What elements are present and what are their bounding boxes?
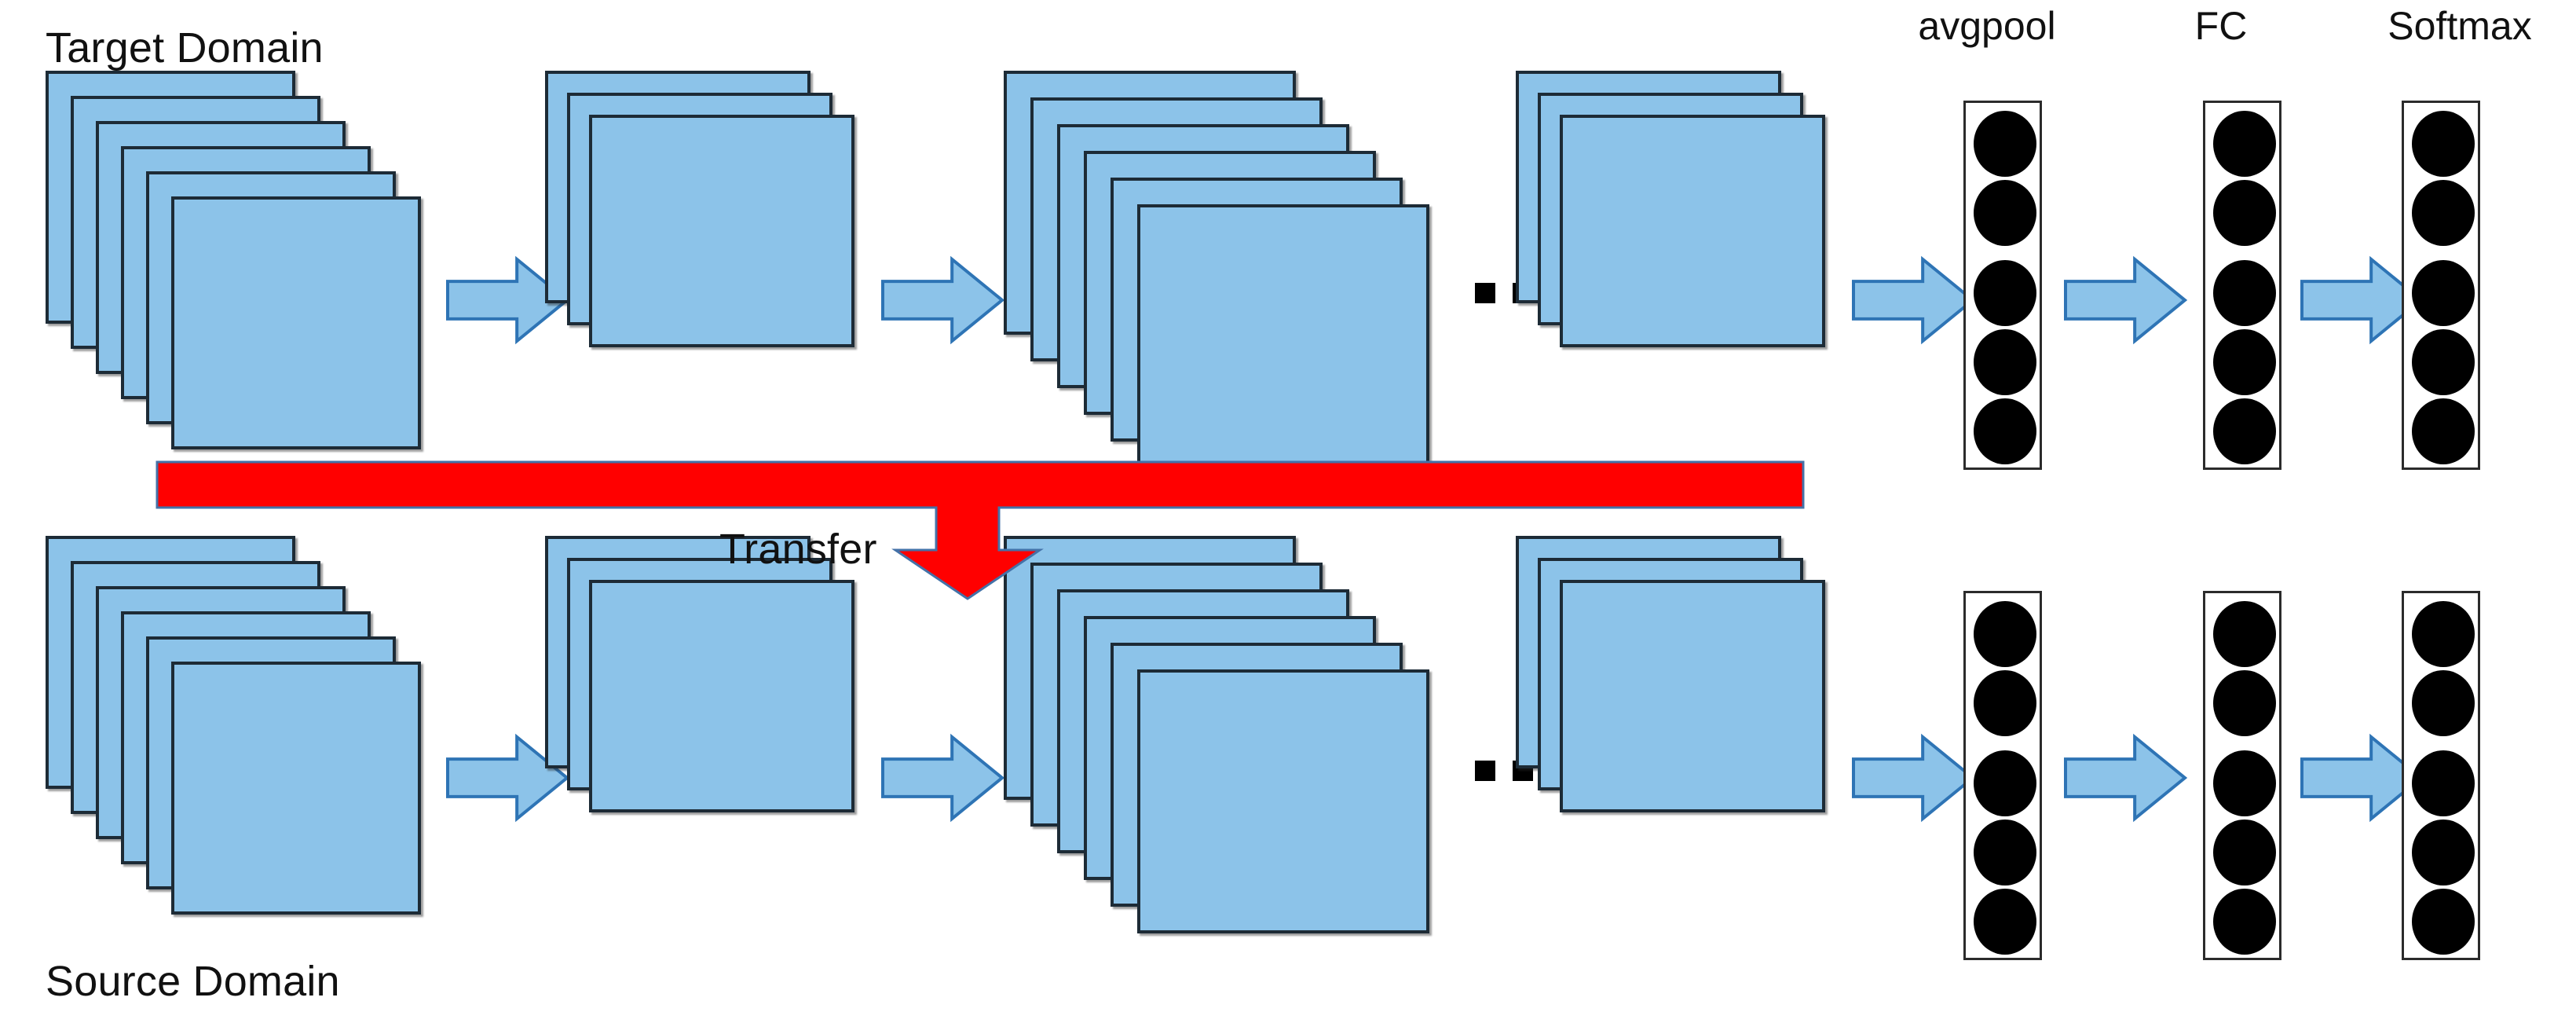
stack-2-4 <box>1516 536 1825 812</box>
neuron-column-softmax-r2[interactable] <box>2402 591 2480 960</box>
neuron-dot <box>2213 670 2276 736</box>
neuron-dot <box>2213 601 2276 667</box>
neuron-dot <box>2213 180 2276 246</box>
neuron-dot <box>2213 329 2276 395</box>
avgpool-label: avgpool <box>1918 4 2056 48</box>
stack-2-1 <box>46 536 421 915</box>
neuron-dot <box>1974 601 2036 667</box>
neuron-column-avgpool-r2[interactable] <box>1963 591 2042 960</box>
flow-arrow-avgpool-fc <box>2064 733 2188 823</box>
neuron-dot <box>1974 398 2036 464</box>
feature-map-card <box>171 196 421 449</box>
softmax-label: Softmax <box>2388 4 2532 48</box>
fc-label: FC <box>2194 4 2248 48</box>
source-domain-label: Source Domain <box>46 958 340 1005</box>
flow-arrow-2 <box>881 255 1005 345</box>
feature-map-card <box>171 662 421 915</box>
flow-arrow-3 <box>1852 733 1976 823</box>
neuron-dot <box>2213 820 2276 886</box>
neuron-dot <box>2412 180 2475 246</box>
stack-1-1 <box>46 71 421 449</box>
flow-arrow-3 <box>1852 255 1976 345</box>
neuron-dot <box>1974 329 2036 395</box>
neuron-dot <box>1974 750 2036 816</box>
flow-arrow-fc-softmax <box>2300 255 2424 345</box>
neuron-dot <box>2213 260 2276 326</box>
feature-map-card <box>1137 669 1429 933</box>
neuron-dot <box>2412 601 2475 667</box>
target-domain-label: Target Domain <box>46 24 324 72</box>
neuron-column-softmax-r1[interactable] <box>2402 101 2480 470</box>
neuron-dot <box>2412 260 2475 326</box>
neuron-column-fc-r2[interactable] <box>2203 591 2281 960</box>
stack-1-3 <box>1004 71 1429 468</box>
neuron-dot <box>2412 670 2475 736</box>
stack-1-2 <box>545 71 854 347</box>
stack-2-2 <box>545 536 854 812</box>
feature-map-card <box>1137 204 1429 468</box>
neuron-dot <box>2412 398 2475 464</box>
transfer-arrow <box>156 460 1948 608</box>
transfer-label: Transfer <box>719 526 877 573</box>
flow-arrow-fc-softmax <box>2300 733 2424 823</box>
neuron-dot <box>2412 329 2475 395</box>
neuron-dot <box>2412 750 2475 816</box>
stack-1-4 <box>1516 71 1825 347</box>
neuron-dot <box>1974 670 2036 736</box>
neuron-dot <box>2213 750 2276 816</box>
neuron-dot <box>2412 111 2475 177</box>
feature-map-card <box>589 115 854 347</box>
neuron-dot <box>1974 180 2036 246</box>
neuron-dot <box>2213 889 2276 955</box>
stack-2-3 <box>1004 536 1429 933</box>
neuron-dot <box>1974 889 2036 955</box>
neuron-dot <box>2213 398 2276 464</box>
flow-arrow-avgpool-fc <box>2064 255 2188 345</box>
flow-arrow-1 <box>446 255 570 345</box>
neuron-dot <box>1974 820 2036 886</box>
feature-map-card <box>1560 115 1825 347</box>
neuron-dot <box>2412 889 2475 955</box>
feature-map-card <box>589 580 854 812</box>
flow-arrow-1 <box>446 733 570 823</box>
flow-arrow-2 <box>881 733 1005 823</box>
neuron-dot <box>1974 111 2036 177</box>
neuron-dot <box>2412 820 2475 886</box>
neuron-dot <box>2213 111 2276 177</box>
neuron-column-avgpool-r1[interactable] <box>1963 101 2042 470</box>
neuron-dot <box>1974 260 2036 326</box>
feature-map-card <box>1560 580 1825 812</box>
neuron-column-fc-r1[interactable] <box>2203 101 2281 470</box>
